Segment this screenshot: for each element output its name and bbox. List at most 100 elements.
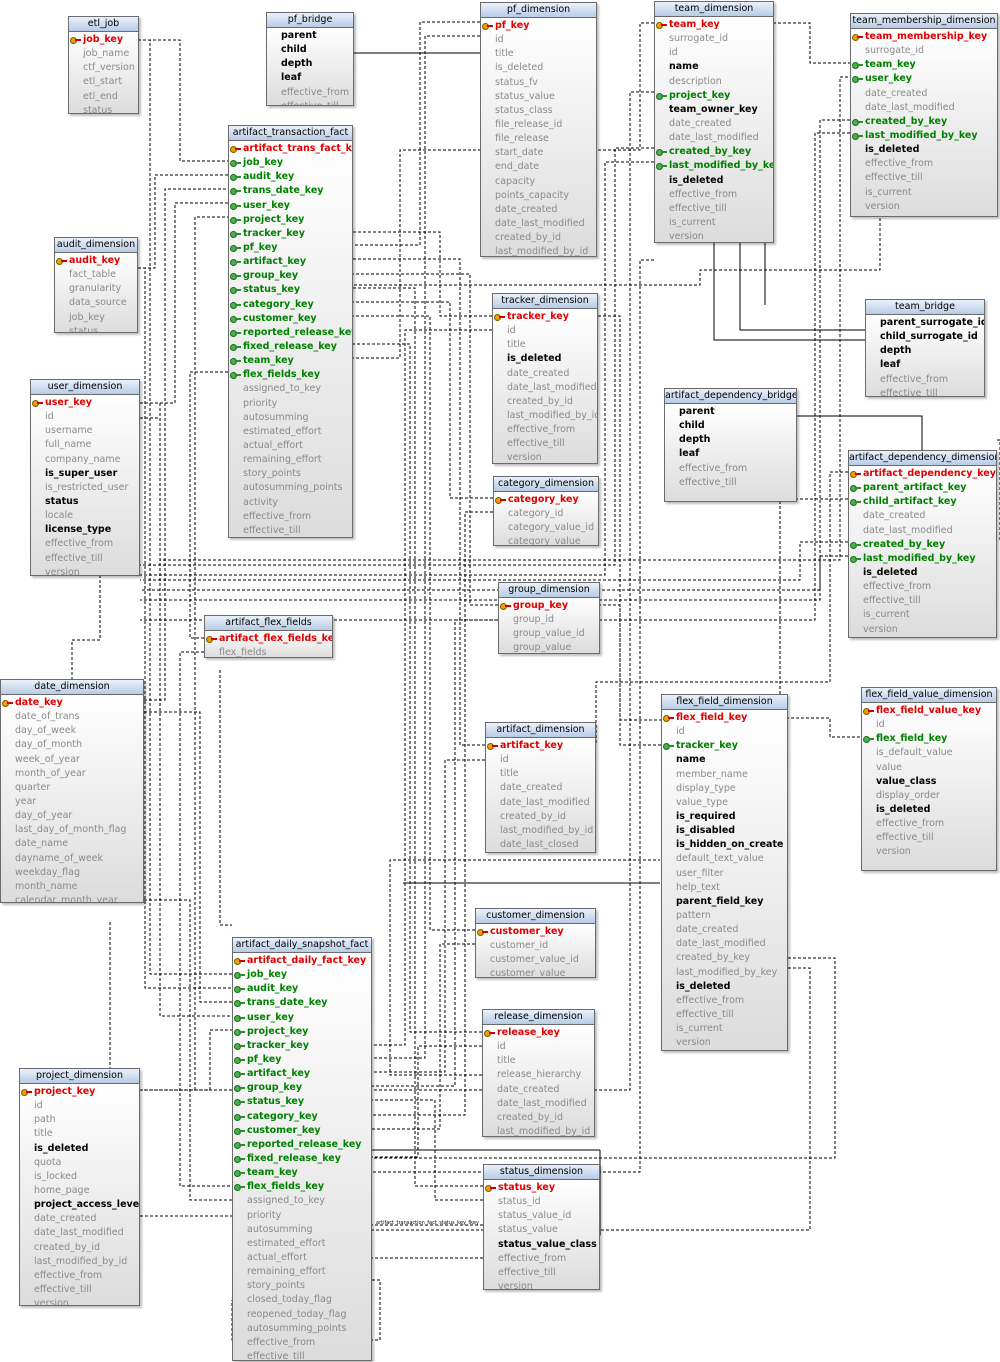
column-name: end_date [495, 161, 540, 173]
column: assigned_to_key [229, 382, 352, 396]
column-name: is_deleted [669, 174, 724, 186]
column: pattern [662, 909, 787, 923]
column: category_value [494, 535, 598, 545]
column-name: version [676, 1037, 711, 1049]
column: home_page [20, 1184, 139, 1198]
column-name: created_by_id [500, 810, 567, 822]
column-name: effective_from [865, 158, 934, 170]
foreign-key-column: tracker_key [233, 1039, 371, 1053]
column-name: team_owner_key [669, 103, 758, 115]
column-name: reported_release_key [243, 326, 352, 338]
column: job_name [69, 47, 138, 61]
column-name: effective_from [669, 188, 738, 200]
column-name: estimated_effort [247, 1237, 326, 1249]
table-title: user_dimension [31, 380, 139, 395]
column: estimated_effort [233, 1237, 371, 1251]
column-name: effective_from [876, 818, 945, 830]
primary-key-column: tracker_key [493, 310, 597, 324]
primary-key-column: audit_key [55, 254, 137, 268]
primary-key-icon [850, 470, 861, 478]
foreign-key-icon [230, 272, 241, 281]
foreign-key-icon [230, 301, 241, 309]
column: surrogate_id [655, 32, 773, 46]
column-name: depth [679, 434, 711, 446]
foreign-key-icon [234, 1042, 245, 1050]
column-name: artifact_key [500, 740, 564, 751]
table-title: status_dimension [484, 1165, 599, 1180]
column: locale [31, 509, 139, 523]
column-name: is_current [669, 216, 716, 228]
table-columns: artifact_trans_fact_keyjob_keyaudit_keyt… [229, 141, 352, 537]
foreign-key-icon [656, 92, 667, 100]
column-name: user_filter [676, 867, 724, 879]
foreign-key-icon [230, 244, 241, 252]
column: status_value_class [484, 1238, 599, 1252]
column: license_type [31, 523, 139, 537]
column-name: status_class [495, 104, 553, 116]
column-name: parent_surrogate_id [880, 317, 984, 328]
column: version [862, 845, 996, 859]
column-name: release_key [497, 1027, 560, 1038]
foreign-key-icon [230, 371, 241, 380]
column-name: weekday_flag [15, 866, 81, 878]
column: status_value [481, 90, 596, 104]
column-name: last_modified_by_key [863, 552, 976, 564]
column-name: id [34, 1100, 43, 1112]
foreign-key-column: last_modified_by_key [851, 129, 997, 143]
column: effective_till [862, 831, 996, 845]
foreign-key-column: user_key [233, 1011, 371, 1025]
column-name: last_modified_by_key [669, 160, 773, 172]
column-name: group_id [513, 614, 555, 626]
column-name: version [669, 231, 704, 243]
table-title: category_dimension [494, 477, 598, 492]
column-name: date_last_modified [676, 938, 766, 950]
column-name: id [669, 47, 678, 59]
column-name: ctf_version [83, 62, 135, 74]
column: is_deleted [662, 980, 787, 994]
column: release_hierarchy [483, 1068, 594, 1082]
column: date_created [655, 117, 773, 131]
column: version [31, 566, 139, 575]
column-name: start_date [495, 147, 544, 159]
column-name: tracker_key [247, 1039, 309, 1051]
column-name: leaf [281, 72, 302, 84]
column: quarter [1, 781, 143, 795]
column: is_current [849, 608, 996, 622]
column-name: date_last_closed [500, 838, 579, 850]
primary-key-icon [494, 313, 505, 321]
foreign-key-column: audit_key [229, 170, 352, 184]
column-name: leaf [679, 448, 700, 460]
column: date_last_modified [851, 101, 997, 115]
column-name: id [676, 726, 685, 738]
column-name: pf_key [495, 20, 530, 31]
column: status [69, 104, 138, 113]
foreign-key-column: audit_key [233, 982, 371, 996]
column: id [481, 33, 596, 47]
foreign-key-column: child_artifact_key [849, 495, 996, 509]
